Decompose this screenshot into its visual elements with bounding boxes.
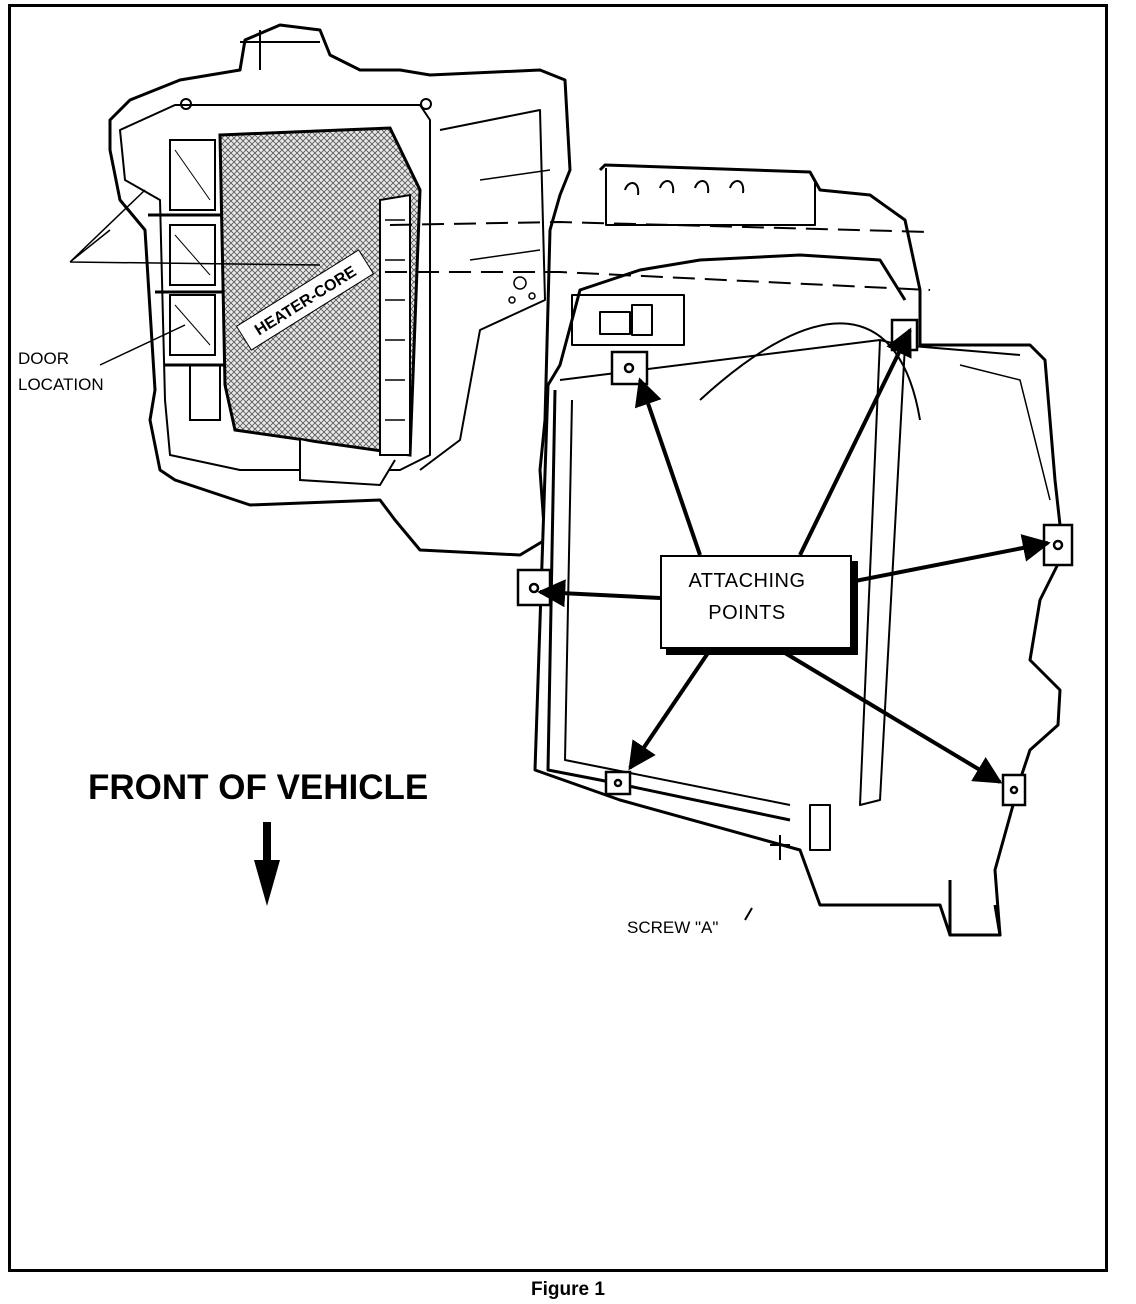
- screw-a-marker: [744, 835, 790, 921]
- door-vanes: [148, 139, 230, 421]
- front-arrow: [254, 822, 280, 906]
- attaching-points-callout: [660, 555, 852, 649]
- front-of-vehicle-label: FRONT OF VEHICLE: [88, 768, 429, 807]
- blower-housing: [533, 163, 1062, 937]
- attaching-points-label: ATTACHING POINTS: [688, 570, 806, 624]
- door-location-label: DOOR LOCATION: [18, 349, 104, 394]
- figure-border: [8, 4, 1108, 1272]
- screw-a-label: SCREW "A": [627, 918, 719, 937]
- attaching-point-arrows: [537, 327, 1051, 784]
- figure-caption: Figure 1: [531, 1279, 605, 1300]
- leader-lines: [69, 189, 321, 366]
- dashed-guide-lines: [385, 220, 931, 291]
